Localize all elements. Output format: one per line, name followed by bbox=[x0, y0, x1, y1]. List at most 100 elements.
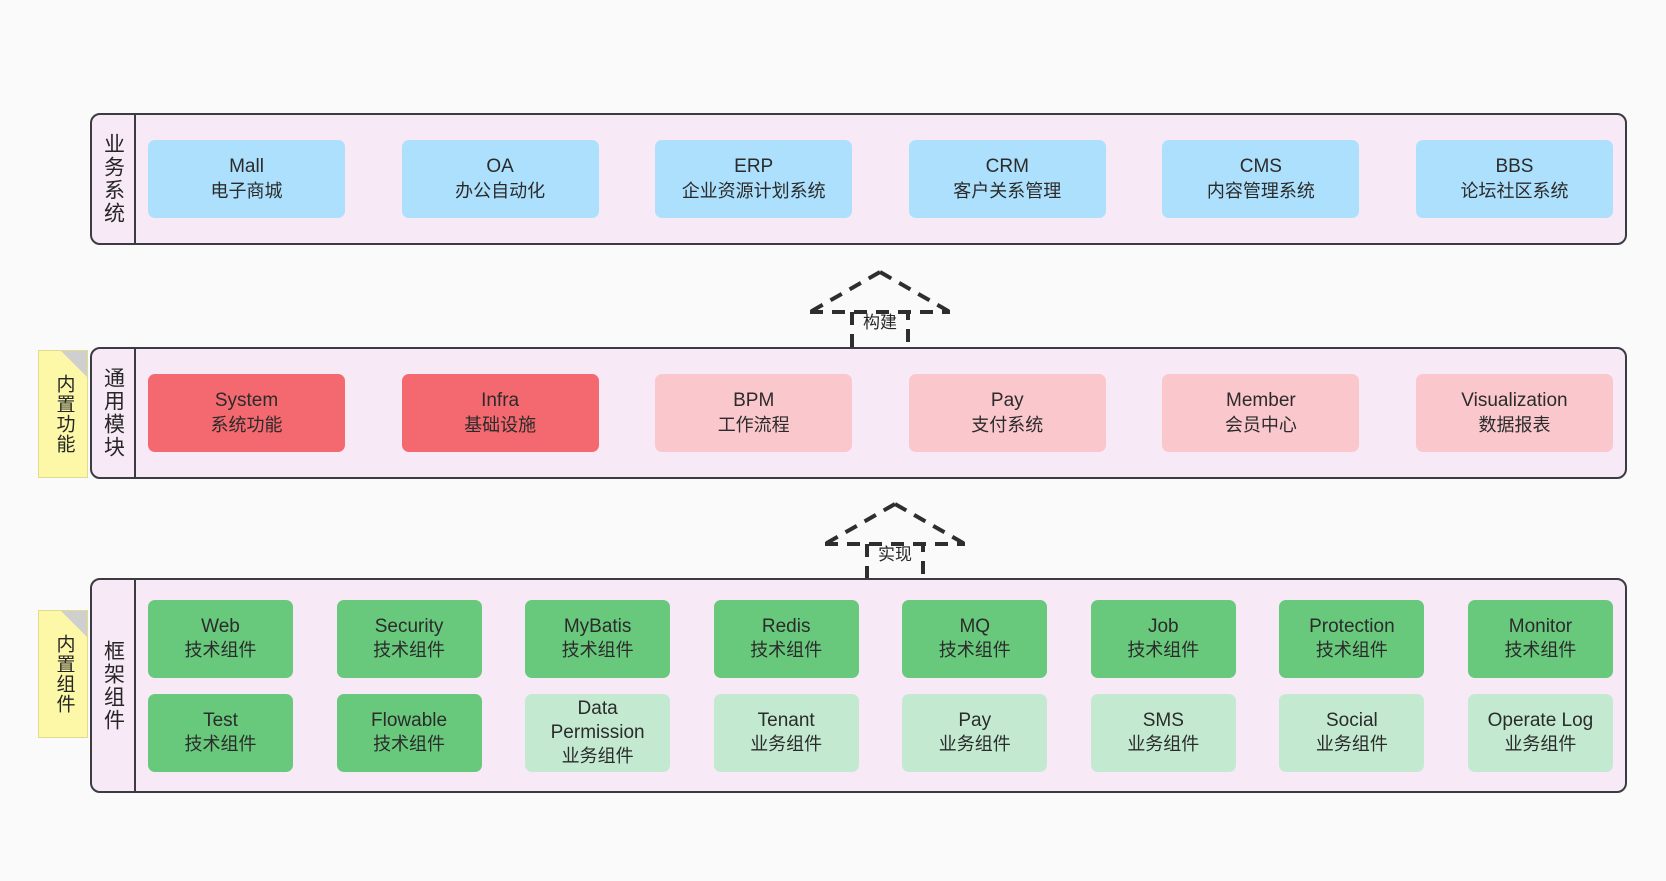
box-test-en: Test bbox=[203, 709, 238, 731]
box-mall[interactable]: Mall 电子商城 bbox=[148, 140, 345, 218]
box-infra-en: Infra bbox=[481, 390, 520, 412]
box-infra[interactable]: Infra 基础设施 bbox=[401, 374, 599, 452]
layer-common-module-label: 通用模块 bbox=[92, 349, 136, 477]
box-mybatis-cn: 技术组件 bbox=[561, 640, 634, 661]
note-fold-corner-icon-2 bbox=[61, 611, 87, 637]
box-redis-cn: 技术组件 bbox=[750, 640, 823, 661]
box-data-permission[interactable]: Data Permission 业务组件 bbox=[525, 693, 671, 772]
box-sms[interactable]: SMS 业务组件 bbox=[1090, 693, 1236, 772]
business-system-row: Mall 电子商城 OA 办公自动化 ERP 企业资源计划系统 CRM 客户关系… bbox=[148, 140, 1613, 218]
note-builtin-components-text: 内置组件 bbox=[53, 634, 75, 714]
box-bpm-en: BPM bbox=[733, 390, 775, 412]
box-monitor-cn: 技术组件 bbox=[1504, 640, 1577, 661]
connector-build: 构建 bbox=[800, 268, 960, 358]
box-bbs-cn: 论坛社区系统 bbox=[1460, 180, 1569, 201]
box-mybatis-en: MyBatis bbox=[563, 615, 632, 637]
box-tenant-cn: 业务组件 bbox=[750, 734, 823, 755]
box-bpm[interactable]: BPM 工作流程 bbox=[655, 374, 853, 452]
box-flowable-cn: 技术组件 bbox=[373, 734, 446, 755]
box-visualization[interactable]: Visualization 数据报表 bbox=[1415, 374, 1613, 452]
box-data-permission-en: Data Permission bbox=[550, 697, 645, 743]
box-visualization-cn: 数据报表 bbox=[1478, 414, 1551, 435]
box-mybatis[interactable]: MyBatis 技术组件 bbox=[525, 599, 671, 678]
box-tenant[interactable]: Tenant 业务组件 bbox=[713, 693, 859, 772]
box-cms-en: CMS bbox=[1239, 156, 1282, 178]
box-mq-en: MQ bbox=[959, 615, 991, 637]
box-bbs[interactable]: BBS 论坛社区系统 bbox=[1415, 140, 1613, 218]
box-operate-log[interactable]: Operate Log 业务组件 bbox=[1467, 693, 1613, 772]
box-infra-cn: 基础设施 bbox=[464, 414, 537, 435]
box-cms-cn: 内容管理系统 bbox=[1206, 180, 1315, 201]
box-web-en: Web bbox=[201, 615, 240, 637]
box-pay-module[interactable]: Pay 支付系统 bbox=[908, 374, 1106, 452]
box-crm[interactable]: CRM 客户关系管理 bbox=[908, 140, 1106, 218]
connector-implement-label: 实现 bbox=[878, 545, 912, 564]
box-member[interactable]: Member 会员中心 bbox=[1162, 374, 1360, 452]
layer-business-system-body: Mall 电子商城 OA 办公自动化 ERP 企业资源计划系统 CRM 客户关系… bbox=[136, 115, 1625, 243]
box-monitor[interactable]: Monitor 技术组件 bbox=[1467, 599, 1613, 678]
layer-common-module-body: System 系统功能 Infra 基础设施 BPM 工作流程 Pay 支付系统… bbox=[136, 349, 1625, 477]
box-web[interactable]: Web 技术组件 bbox=[148, 599, 293, 678]
box-security-cn: 技术组件 bbox=[373, 640, 446, 661]
box-social-en: Social bbox=[1326, 709, 1378, 731]
box-member-cn: 会员中心 bbox=[1224, 414, 1297, 435]
box-system[interactable]: System 系统功能 bbox=[148, 374, 345, 452]
framework-business-row: Test 技术组件 Flowable 技术组件 Data Permission … bbox=[148, 693, 1613, 772]
box-mall-en: Mall bbox=[229, 156, 264, 178]
note-builtin-components: 内置组件 bbox=[38, 610, 88, 738]
box-cms[interactable]: CMS 内容管理系统 bbox=[1162, 140, 1360, 218]
box-test[interactable]: Test 技术组件 bbox=[148, 693, 293, 772]
box-bbs-en: BBS bbox=[1495, 156, 1534, 178]
box-social-cn: 业务组件 bbox=[1315, 734, 1388, 755]
box-security-en: Security bbox=[374, 615, 444, 637]
box-mq[interactable]: MQ 技术组件 bbox=[902, 599, 1048, 678]
box-operate-log-cn: 业务组件 bbox=[1504, 734, 1577, 755]
box-system-cn: 系统功能 bbox=[210, 414, 283, 435]
note-fold-corner-icon bbox=[61, 351, 87, 377]
box-mall-cn: 电子商城 bbox=[210, 180, 283, 201]
note-builtin-features-text: 内置功能 bbox=[53, 374, 75, 454]
box-job-en: Job bbox=[1147, 615, 1179, 637]
box-protection[interactable]: Protection 技术组件 bbox=[1279, 599, 1425, 678]
box-security[interactable]: Security 技术组件 bbox=[336, 599, 482, 678]
layer-framework-components: 框架组件 Web 技术组件 Security 技术组件 MyBatis 技术组件… bbox=[90, 578, 1627, 793]
framework-tech-row: Web 技术组件 Security 技术组件 MyBatis 技术组件 Redi… bbox=[148, 599, 1613, 678]
box-job[interactable]: Job 技术组件 bbox=[1090, 599, 1236, 678]
layer-framework-components-label-text: 框架组件 bbox=[101, 639, 125, 732]
connector-implement: 实现 bbox=[815, 500, 975, 590]
box-crm-en: CRM bbox=[985, 156, 1029, 178]
box-erp[interactable]: ERP 企业资源计划系统 bbox=[655, 140, 853, 218]
box-web-cn: 技术组件 bbox=[184, 640, 257, 661]
common-module-row: System 系统功能 Infra 基础设施 BPM 工作流程 Pay 支付系统… bbox=[148, 374, 1613, 452]
box-pay-component-en: Pay bbox=[958, 709, 992, 731]
box-job-cn: 技术组件 bbox=[1127, 640, 1200, 661]
connector-build-label: 构建 bbox=[863, 313, 897, 332]
box-data-permission-cn: 业务组件 bbox=[561, 746, 634, 767]
box-flowable-en: Flowable bbox=[371, 709, 448, 731]
box-crm-cn: 客户关系管理 bbox=[953, 180, 1062, 201]
box-redis-en: Redis bbox=[761, 615, 811, 637]
box-erp-cn: 企业资源计划系统 bbox=[681, 180, 826, 201]
box-redis[interactable]: Redis 技术组件 bbox=[713, 599, 859, 678]
box-pay-component-cn: 业务组件 bbox=[938, 734, 1011, 755]
box-protection-cn: 技术组件 bbox=[1315, 640, 1388, 661]
layer-common-module-label-text: 通用模块 bbox=[101, 367, 125, 459]
box-oa[interactable]: OA 办公自动化 bbox=[401, 140, 599, 218]
box-flowable[interactable]: Flowable 技术组件 bbox=[336, 693, 482, 772]
box-visualization-en: Visualization bbox=[1461, 390, 1568, 412]
box-oa-en: OA bbox=[486, 156, 514, 178]
box-mq-cn: 技术组件 bbox=[938, 640, 1011, 661]
box-bpm-cn: 工作流程 bbox=[717, 414, 790, 435]
box-pay-module-cn: 支付系统 bbox=[971, 414, 1044, 435]
layer-common-module: 通用模块 System 系统功能 Infra 基础设施 BPM 工作流程 Pay bbox=[90, 347, 1627, 479]
box-tenant-en: Tenant bbox=[757, 709, 815, 731]
box-social[interactable]: Social 业务组件 bbox=[1279, 693, 1425, 772]
box-system-en: System bbox=[214, 390, 279, 412]
note-builtin-features: 内置功能 bbox=[38, 350, 88, 478]
box-sms-cn: 业务组件 bbox=[1127, 734, 1200, 755]
layer-framework-components-label: 框架组件 bbox=[92, 580, 136, 791]
box-pay-component[interactable]: Pay 业务组件 bbox=[902, 693, 1048, 772]
box-erp-en: ERP bbox=[734, 156, 774, 178]
box-member-en: Member bbox=[1226, 390, 1296, 412]
